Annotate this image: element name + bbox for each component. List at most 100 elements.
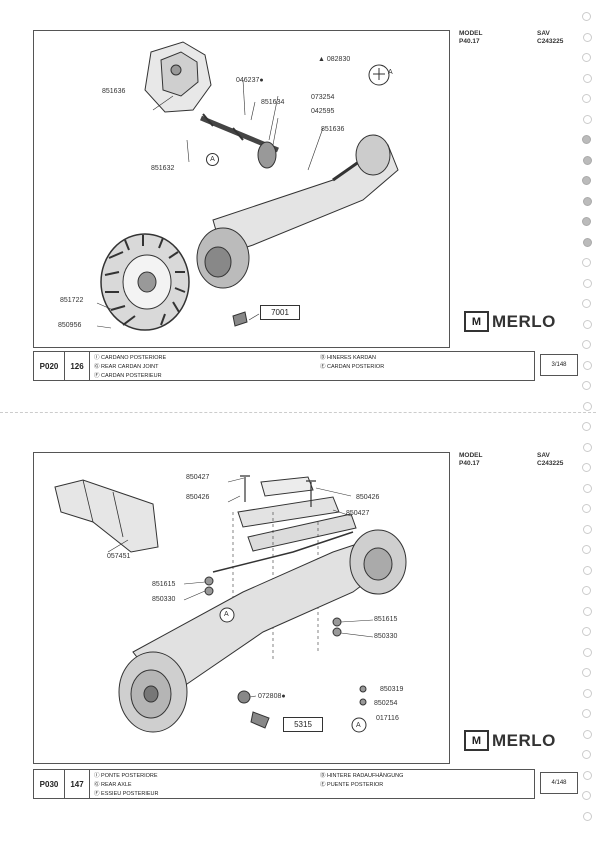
callout-851636-left: 851636 xyxy=(102,88,126,95)
sav-value: C243225 xyxy=(537,37,564,45)
binder-hole xyxy=(582,709,591,718)
rear-cardan-drawing xyxy=(96,41,399,331)
callout-851615-right: 851615 xyxy=(374,616,398,623)
desc-de: HINERES KARDAN xyxy=(327,355,376,361)
rear-axle-drawing xyxy=(54,475,407,733)
callout-850427-right: 850427 xyxy=(346,510,370,517)
desc-de: HINTERE RADAUFHÄNGUNG xyxy=(327,773,404,779)
binder-hole xyxy=(583,442,592,452)
footer-1: P020 126 Ⓘ CARDANO POSTERIORE Ⓖ REAR CAR… xyxy=(33,351,535,381)
callout-082830: ▲ 082830 xyxy=(318,56,351,63)
marker-a-right: A xyxy=(388,69,393,76)
marker-a-left: A xyxy=(224,611,229,618)
plate-lower xyxy=(247,513,357,552)
callout-850956: 850956 xyxy=(58,322,82,329)
part-box-5315: 5315 xyxy=(283,717,323,732)
footer-code: P030 xyxy=(34,770,65,798)
bracket-shape xyxy=(54,479,159,553)
binder-hole xyxy=(583,524,592,534)
callout-017116: 017116 xyxy=(376,715,399,722)
binder-hole xyxy=(582,791,591,800)
binder-hole xyxy=(582,217,591,226)
binder-hole xyxy=(582,299,591,308)
merlo-wordmark: MERLO xyxy=(492,311,556,331)
callout-072808: 072808● xyxy=(258,693,286,700)
callout-073254: 073254 xyxy=(311,94,335,101)
binder-hole xyxy=(583,360,592,370)
desc-es: PUENTE POSTERIOR xyxy=(327,782,384,788)
binder-hole xyxy=(583,401,592,411)
callout-851636-right: 851636 xyxy=(321,126,345,133)
callout-851634: 851634 xyxy=(261,99,285,106)
binder-hole xyxy=(583,483,592,493)
binder-hole xyxy=(583,606,592,616)
binder-hole xyxy=(582,627,591,636)
binder-hole xyxy=(583,73,592,83)
binder-hole xyxy=(583,196,592,206)
merlo-mark-icon: M xyxy=(464,730,489,751)
binder-hole xyxy=(582,94,591,103)
sheet-number-1: 3/148 xyxy=(540,354,578,376)
sav-label: SAV xyxy=(537,452,550,459)
marker-a-left: A xyxy=(206,153,219,166)
sav-block-2: SAV C243225 xyxy=(537,452,563,467)
binder-hole xyxy=(582,53,591,62)
binder-hole xyxy=(582,668,591,677)
merlo-wordmark: MERLO xyxy=(492,730,556,750)
footer-descriptions: Ⓘ CARDANO POSTERIORE Ⓖ REAR CARDAN JOINT… xyxy=(94,355,385,379)
binder-hole xyxy=(582,750,591,759)
binder-hole xyxy=(583,155,592,165)
merlo-logo-2: M MERLO xyxy=(464,730,556,751)
binder-hole xyxy=(582,135,591,144)
binder-hole xyxy=(582,176,591,185)
binder-hole xyxy=(582,504,591,513)
binder-hole xyxy=(583,32,592,42)
callout-851615-left: 851615 xyxy=(152,581,176,588)
model-value: P40.17 xyxy=(459,37,480,45)
binder-hole xyxy=(583,688,592,698)
binder-hole xyxy=(582,545,591,554)
sav-block-1: SAV C243225 xyxy=(537,30,563,45)
sav-label: SAV xyxy=(537,30,550,37)
binder-hole xyxy=(583,278,592,288)
merlo-mark-icon: M xyxy=(464,311,489,332)
binder-hole xyxy=(583,647,592,657)
callout-850427-top: 850427 xyxy=(186,474,210,481)
footer-page: 126 xyxy=(65,352,90,380)
desc-it: CARDANO POSTERIORE xyxy=(101,355,167,361)
callout-046237: 046237● xyxy=(236,77,264,84)
binder-hole xyxy=(582,463,591,472)
callout-042595: 042595 xyxy=(311,108,335,115)
binder-hole xyxy=(582,381,591,390)
merlo-logo-1: M MERLO xyxy=(464,311,556,332)
footer-descriptions: Ⓘ PONTE POSTERIORE Ⓖ REAR AXLE Ⓕ ESSIEU … xyxy=(94,773,404,797)
binder-hole xyxy=(583,770,592,780)
callout-850426-right: 850426 xyxy=(356,494,380,501)
sheet-number-2: 4/148 xyxy=(540,772,578,794)
desc-it: PONTE POSTERIORE xyxy=(101,773,158,779)
footer-page: 147 xyxy=(65,770,90,798)
model-block-1: MODEL P40.17 xyxy=(459,30,482,45)
plate-upper xyxy=(260,476,314,497)
binder-hole xyxy=(583,811,592,821)
binder-hole xyxy=(582,586,591,595)
desc-es: CARDAN POSTERIOR xyxy=(327,364,385,370)
binder-hole xyxy=(582,340,591,349)
part-box-7001: 7001 xyxy=(260,305,300,320)
callout-851632: 851632 xyxy=(151,165,175,172)
model-value: P40.17 xyxy=(459,459,480,467)
binder-hole xyxy=(582,258,591,267)
callout-850330-left: 850330 xyxy=(152,596,176,603)
model-block-2: MODEL P40.17 xyxy=(459,452,482,467)
desc-en: REAR CARDAN JOINT xyxy=(101,364,159,370)
callout-057451: 057451 xyxy=(107,553,131,560)
page-divider xyxy=(0,412,596,413)
callout-850426-left: 850426 xyxy=(186,494,210,501)
binder-hole xyxy=(583,237,592,247)
footer-2: P030 147 Ⓘ PONTE POSTERIORE Ⓖ REAR AXLE … xyxy=(33,769,535,799)
marker-a-right: A xyxy=(356,722,361,729)
sav-value: C243225 xyxy=(537,459,564,467)
binder-hole xyxy=(583,319,592,329)
callout-850319: 850319 xyxy=(380,686,404,693)
callout-850254: 850254 xyxy=(374,700,398,707)
